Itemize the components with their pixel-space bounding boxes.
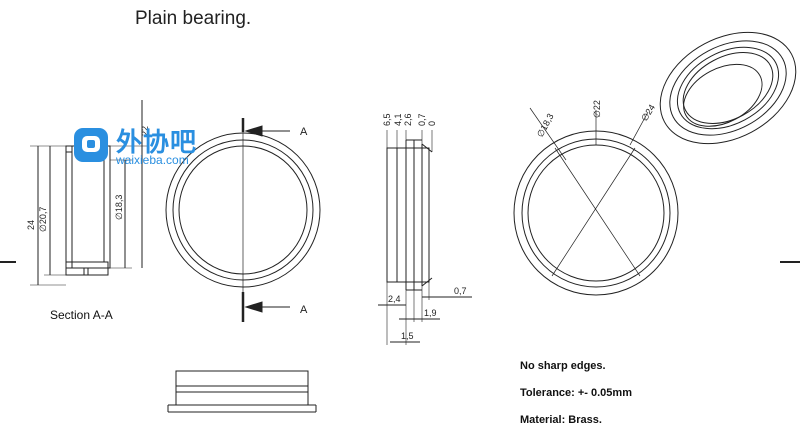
side-dim-1: 4,1 xyxy=(393,113,403,126)
dimensioned-circle xyxy=(513,107,800,296)
side-dim-2: 2,6 xyxy=(403,113,413,126)
note-tolerance: Tolerance: +- 0.05mm xyxy=(520,387,632,399)
dim-left-20-7: ∅20,7 xyxy=(38,207,48,232)
side-dim-w3: 1,9 xyxy=(424,308,437,318)
side-dim-4: 0 xyxy=(427,121,437,126)
side-dim-3: 0,7 xyxy=(417,113,427,126)
section-view xyxy=(0,100,148,286)
section-label: Section A-A xyxy=(50,308,113,322)
dim-left-24: 24 xyxy=(26,220,36,230)
front-view-circle xyxy=(165,118,321,322)
section-marker-bottom: A xyxy=(300,304,308,316)
bottom-elevation xyxy=(167,370,317,413)
watermark-url: waixieba.com xyxy=(116,153,189,167)
note-edges: No sharp edges. xyxy=(520,360,606,372)
section-marker-top: A xyxy=(300,126,308,138)
circle-dim-18-3: ∅18,3 xyxy=(535,112,556,139)
side-view xyxy=(378,130,472,345)
dim-left-22: 22 xyxy=(140,126,150,136)
watermark-logo-icon xyxy=(74,128,108,162)
note-material: Material: Brass. xyxy=(520,414,602,426)
side-dim-w1: 2,4 xyxy=(388,294,401,304)
dim-left-18-3: ∅18,3 xyxy=(114,195,124,220)
watermark-text: 外协吧 xyxy=(116,128,198,158)
circle-dim-24: ∅24 xyxy=(639,103,657,123)
page-title: Plain bearing. xyxy=(135,8,252,29)
side-dim-w2: 0,7 xyxy=(454,286,467,296)
isometric-ring xyxy=(659,31,797,145)
side-dim-0: 6,5 xyxy=(382,113,392,126)
circle-dim-22: ∅22 xyxy=(592,100,602,118)
side-dim-w4: 1,5 xyxy=(401,331,414,341)
